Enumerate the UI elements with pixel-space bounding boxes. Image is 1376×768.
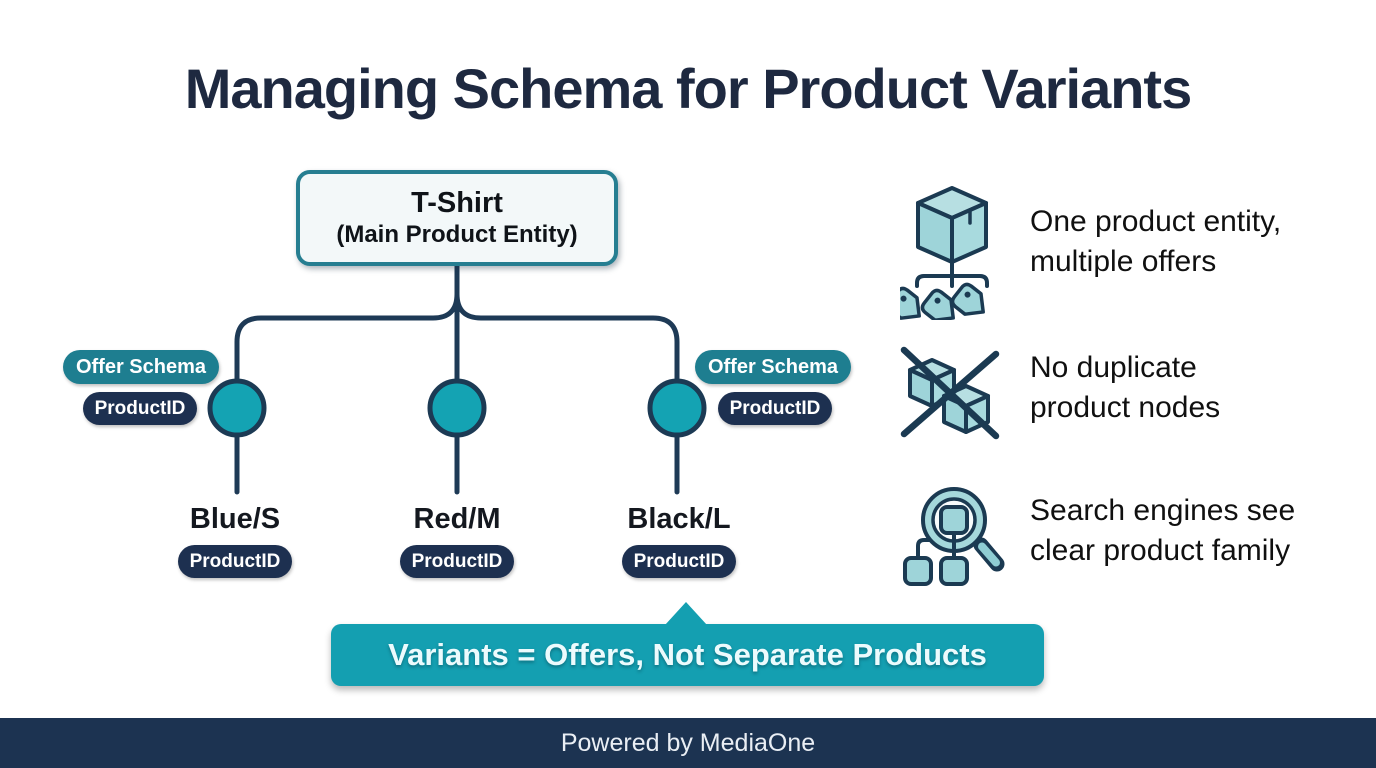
variant-product-id-pill-3: ProductID xyxy=(622,545,736,578)
magnifier-hierarchy-icon xyxy=(903,487,1005,586)
benefit-text-3: Search engines see clear product family xyxy=(1030,494,1296,567)
root-box-title: T-Shirt xyxy=(411,186,503,219)
footer-credit-text: Powered by MediaOne xyxy=(560,728,816,757)
offer-node-circle-right xyxy=(647,378,707,438)
callout-banner-text: Variants = Offers, Not Separate Products xyxy=(388,637,987,672)
main-product-entity-box: T-Shirt (Main Product Entity) xyxy=(296,170,618,266)
offer-schema-pill-left: Offer Schema xyxy=(63,350,219,384)
branch-left-line xyxy=(234,291,460,495)
offer-node-circle-center xyxy=(427,378,487,438)
no-duplicate-boxes-icon xyxy=(900,346,1000,440)
branch-right-line xyxy=(454,291,680,495)
product-id-pill-right: ProductID xyxy=(718,392,832,425)
variant-label-black-l: Black/L xyxy=(627,503,731,535)
offer-schema-pill-right: Offer Schema xyxy=(695,350,851,384)
variant-label-blue-s: Blue/S xyxy=(189,503,281,535)
variant-product-id-pill-1: ProductID xyxy=(178,545,292,578)
variant-label-red-m: Red/M xyxy=(413,503,501,535)
benefit-text-2: No duplicate product nodes xyxy=(1030,351,1221,424)
root-box-subtitle: (Main Product Entity) xyxy=(336,220,578,248)
footer-bar: Powered by MediaOne xyxy=(0,718,1376,768)
callout-arrow-up xyxy=(665,602,707,625)
benefit-text-1: One product entity, multiple offers xyxy=(1030,205,1282,278)
callout-banner: Variants = Offers, Not Separate Products xyxy=(331,602,1044,686)
package-with-tags-icon xyxy=(900,186,989,320)
variant-product-id-pill-2: ProductID xyxy=(400,545,514,578)
offer-node-circle-left xyxy=(207,378,267,438)
page-title: Managing Schema for Product Variants xyxy=(184,57,1192,120)
product-id-pill-left: ProductID xyxy=(83,392,197,425)
